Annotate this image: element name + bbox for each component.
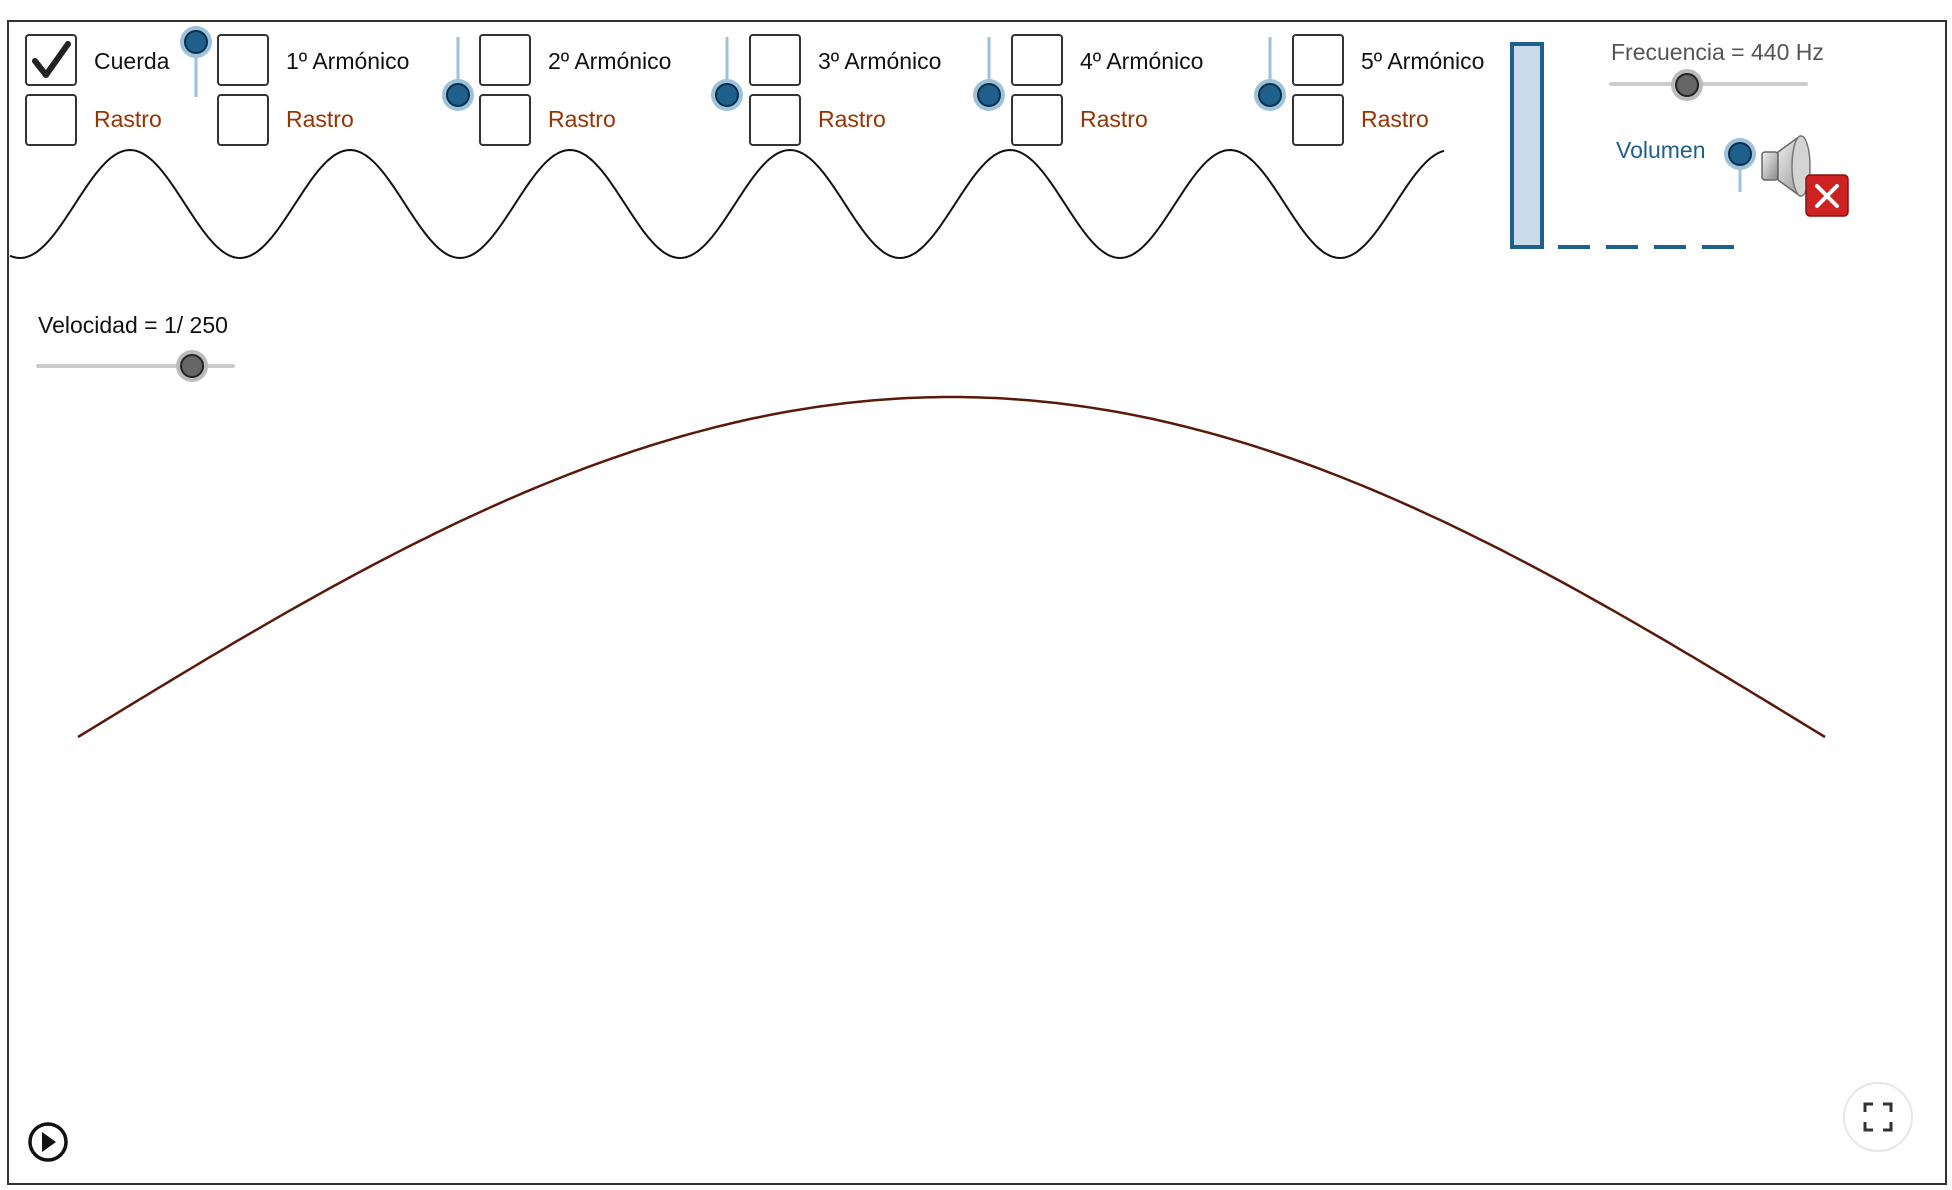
harmonic-2-label: 2º Armónico xyxy=(548,48,671,74)
sound-toggle-button[interactable] xyxy=(1761,134,1849,217)
play-button[interactable] xyxy=(28,1122,68,1162)
harmonic-4-trace-label: Rastro xyxy=(1080,106,1148,132)
string-label: Cuerda xyxy=(94,48,170,74)
frequency-slider[interactable] xyxy=(1609,69,1808,101)
harmonic-2-trace-label: Rastro xyxy=(548,106,616,132)
harmonic-2-checkbox[interactable] xyxy=(479,34,531,86)
harmonic-5-toggle[interactable]: 5º Armónico xyxy=(1292,34,1484,86)
harmonic-1-label: 1º Armónico xyxy=(286,48,409,74)
harmonic-2-trace-toggle[interactable]: Rastro xyxy=(479,94,616,146)
harmonic-3-amplitude-slider[interactable] xyxy=(711,37,743,111)
amplitude-bar xyxy=(1510,42,1544,249)
harmonic-1-amplitude-slider[interactable] xyxy=(180,26,212,97)
harmonic-3-slider-handle[interactable] xyxy=(715,83,739,107)
frequency-slider-handle[interactable] xyxy=(1675,73,1700,97)
harmonic-1-trace-checkbox[interactable] xyxy=(217,94,269,146)
harmonic-1-slider-handle[interactable] xyxy=(184,30,208,54)
harmonic-1-checkbox[interactable] xyxy=(217,34,269,86)
fullscreen-button[interactable] xyxy=(1843,1082,1913,1152)
harmonic-1-toggle[interactable]: 1º Armónico xyxy=(217,34,409,86)
harmonic-3-trace-toggle[interactable]: Rastro xyxy=(749,94,886,146)
harmonic-4-toggle[interactable]: 4º Armónico xyxy=(1011,34,1203,86)
amplitude-meter xyxy=(1510,42,1738,249)
harmonic-3-trace-label: Rastro xyxy=(818,106,886,132)
harmonic-3-label: 3º Armónico xyxy=(818,48,941,74)
fullscreen-button-bg xyxy=(1843,1082,1913,1152)
string-trace-toggle[interactable]: Rastro xyxy=(25,94,162,146)
harmonic-1-trace-label: Rastro xyxy=(286,106,354,132)
harmonic-1-trace-toggle[interactable]: Rastro xyxy=(217,94,354,146)
harmonic-2-toggle[interactable]: 2º Armónico xyxy=(479,34,671,86)
harmonic-5-trace-label: Rastro xyxy=(1361,106,1429,132)
harmonic-5-trace-checkbox[interactable] xyxy=(1292,94,1344,146)
volume-slider[interactable] xyxy=(1724,138,1756,192)
speed-slider[interactable] xyxy=(36,350,235,382)
string-trace-checkbox[interactable] xyxy=(25,94,77,146)
speed-slider-handle[interactable] xyxy=(180,354,205,378)
harmonic-3-trace-checkbox[interactable] xyxy=(749,94,801,146)
harmonic-4-checkbox[interactable] xyxy=(1011,34,1063,86)
volume-slider-handle[interactable] xyxy=(1728,142,1752,166)
checkmark-icon xyxy=(32,41,71,78)
harmonic-3-toggle[interactable]: 3º Armónico xyxy=(749,34,941,86)
harmonic-5-checkbox[interactable] xyxy=(1292,34,1344,86)
harmonic-5-trace-toggle[interactable]: Rastro xyxy=(1292,94,1429,146)
harmonic-3-checkbox[interactable] xyxy=(749,34,801,86)
harmonic-4-label: 4º Armónico xyxy=(1080,48,1203,74)
harmonic-2-slider-handle[interactable] xyxy=(446,83,470,107)
harmonic-5-amplitude-slider[interactable] xyxy=(1254,37,1286,111)
volume-label: Volumen xyxy=(1616,137,1706,163)
harmonic-5-label: 5º Armónico xyxy=(1361,48,1484,74)
harmonic-preview-wave xyxy=(9,148,1445,260)
frequency-label: Frecuencia = 440 Hz xyxy=(1611,39,1824,65)
applet-frame xyxy=(7,20,1947,1185)
harmonic-4-trace-checkbox[interactable] xyxy=(1011,94,1063,146)
play-triangle xyxy=(42,1132,56,1152)
harmonic-5-slider-handle[interactable] xyxy=(1258,83,1282,107)
speed-label: Velocidad = 1/ 250 xyxy=(38,312,228,338)
harmonic-4-amplitude-slider[interactable] xyxy=(973,37,1005,111)
string-trace-label: Rastro xyxy=(94,106,162,132)
string-curve xyxy=(77,395,1826,739)
harmonic-2-trace-checkbox[interactable] xyxy=(479,94,531,146)
harmonic-4-slider-handle[interactable] xyxy=(977,83,1001,107)
mute-x-icon xyxy=(1805,174,1849,217)
fullscreen-icon xyxy=(1863,1102,1893,1132)
harmonic-2-amplitude-slider[interactable] xyxy=(442,37,474,111)
string-toggle[interactable]: Cuerda xyxy=(25,34,170,86)
harmonic-4-trace-toggle[interactable]: Rastro xyxy=(1011,94,1148,146)
